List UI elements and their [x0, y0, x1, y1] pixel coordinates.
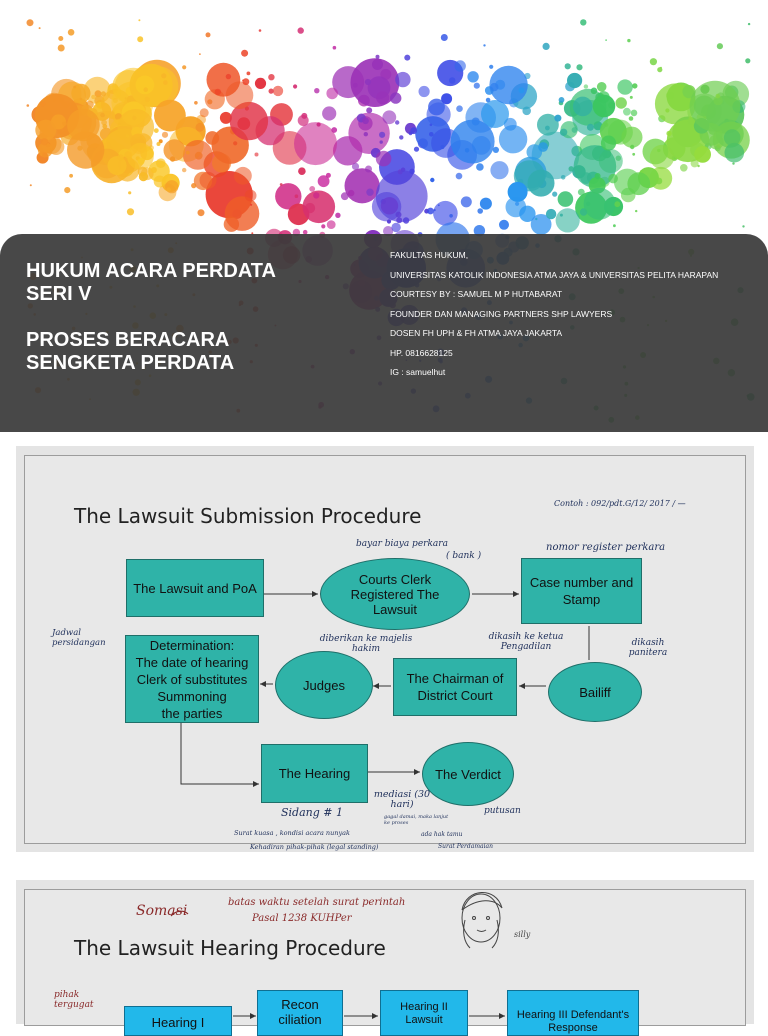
node-determination: Determination: The date of hearing Clerk… — [125, 635, 259, 723]
node-bailiff: Bailiff — [548, 662, 642, 722]
subtitle-line-2: SENGKETA PERDATA — [26, 352, 235, 374]
determination-line: Summoning — [157, 688, 227, 704]
slide-hearing-procedure: Somasi batas waktu setelah surat perinta… — [16, 880, 754, 1036]
note-ada-hak: ada hak tamu — [421, 831, 463, 838]
note-surat-perdamaian: Surat Perdamaian — [438, 843, 493, 850]
box-reconciliation: Recon ciliation — [257, 990, 343, 1036]
note-somasi: Somasi — [136, 903, 188, 919]
cover-title: HUKUM ACARA PERDATA SERI V PROSES BERACA… — [26, 260, 366, 375]
note-bayar-biaya: bayar biaya perkara — [356, 539, 448, 549]
note-putusan: putusan — [484, 806, 521, 816]
author-info: FAKULTAS HUKUM, UNIVERSITAS KATOLIK INDO… — [390, 250, 740, 387]
node-lawsuit-poa: The Lawsuit and PoA — [126, 559, 264, 617]
node-courts-clerk: Courts Clerk Registered The Lawsuit — [320, 558, 470, 630]
note-sidang: Sidang # 1 — [281, 806, 343, 819]
info-founder: FOUNDER DAN MANAGING PARTNERS SHP LAWYER… — [390, 308, 613, 319]
note-pasal: Pasal 1238 KUHPer — [252, 913, 352, 924]
note-diberikan: diberikan ke majelis hakim — [319, 634, 413, 654]
note-bank: ( bank ) — [446, 551, 482, 561]
doodle-face — [461, 892, 503, 949]
paint-splash-image — [26, 19, 755, 423]
title-line-1: HUKUM ACARA PERDATA — [26, 260, 276, 282]
note-batas-waktu: batas waktu setelah surat perintah — [228, 897, 406, 908]
note-mediasi: mediasi (30 hari) — [373, 789, 431, 810]
note-gagal-damai: gagal damai, maka lanjut ke proses — [384, 814, 449, 826]
flow-arrows — [180, 591, 590, 787]
slide-submission-procedure: The Lawsuit Submission Procedure The Law… — [16, 446, 754, 852]
slide2-drawings — [170, 892, 505, 1019]
note-silly: silly — [514, 930, 531, 939]
determination-line: The date of hearing — [135, 654, 249, 670]
box-hearing-1: Hearing I — [124, 1006, 232, 1036]
note-nomor-register: nomor register perkara — [546, 542, 666, 553]
determination-line: Determination: — [149, 637, 235, 653]
node-chairman: The Chairman of District Court — [393, 658, 517, 716]
info-faculty: FAKULTAS HUKUM, — [390, 250, 469, 260]
slide-title: The Lawsuit Submission Procedure — [74, 504, 422, 528]
note-dikasih-ketua: dikasih ke ketua Pengadilan — [488, 632, 564, 652]
note-surat-kuasa: Surat kuasa , kondisi acara nunyak — [234, 829, 350, 837]
slide-title: The Lawsuit Hearing Procedure — [74, 936, 386, 960]
info-phone: HP. 0816628125 — [390, 347, 453, 358]
title-line-2: SERI V — [26, 283, 92, 305]
info-courtesy: COURTESY BY : SAMUEL M P HUTABARAT — [390, 289, 563, 299]
info-instagram: IG : samuelhut — [390, 367, 446, 377]
node-judges: Judges — [275, 651, 373, 719]
note-jadwal: Jadwal persidangan — [52, 628, 106, 648]
box-hearing-2: Hearing II Lawsuit — [380, 990, 468, 1036]
info-lecturer: DOSEN FH UPH & FH ATMA JAYA JAKARTA — [390, 328, 563, 338]
determination-line: the parties — [161, 705, 223, 721]
node-hearing: The Hearing — [261, 744, 368, 803]
cover-slide: HUKUM ACARA PERDATA SERI V PROSES BERACA… — [0, 0, 768, 432]
info-universities: UNIVERSITAS KATOLIK INDONESIA ATMA JAYA … — [390, 269, 719, 280]
box-hearing-3: Hearing III Defendant's Response — [507, 990, 639, 1036]
note-kehadiran: Kehadiran pihak-pihak (legal standing) — [250, 843, 379, 851]
node-case-number: Case number and Stamp — [521, 558, 642, 624]
node-verdict: The Verdict — [422, 742, 514, 806]
determination-line: Clerk of substitutes — [136, 671, 248, 687]
note-dikasih-panitera: dikasih panitera — [628, 638, 668, 658]
note-contoh: Contoh : 092/pdt.G/12/ 2017 / — — [554, 499, 686, 508]
note-pihak-tergugat: pihak tergugat — [54, 990, 94, 1010]
title-panel — [0, 234, 768, 432]
subtitle-line-1: PROSES BERACARA — [26, 329, 230, 351]
